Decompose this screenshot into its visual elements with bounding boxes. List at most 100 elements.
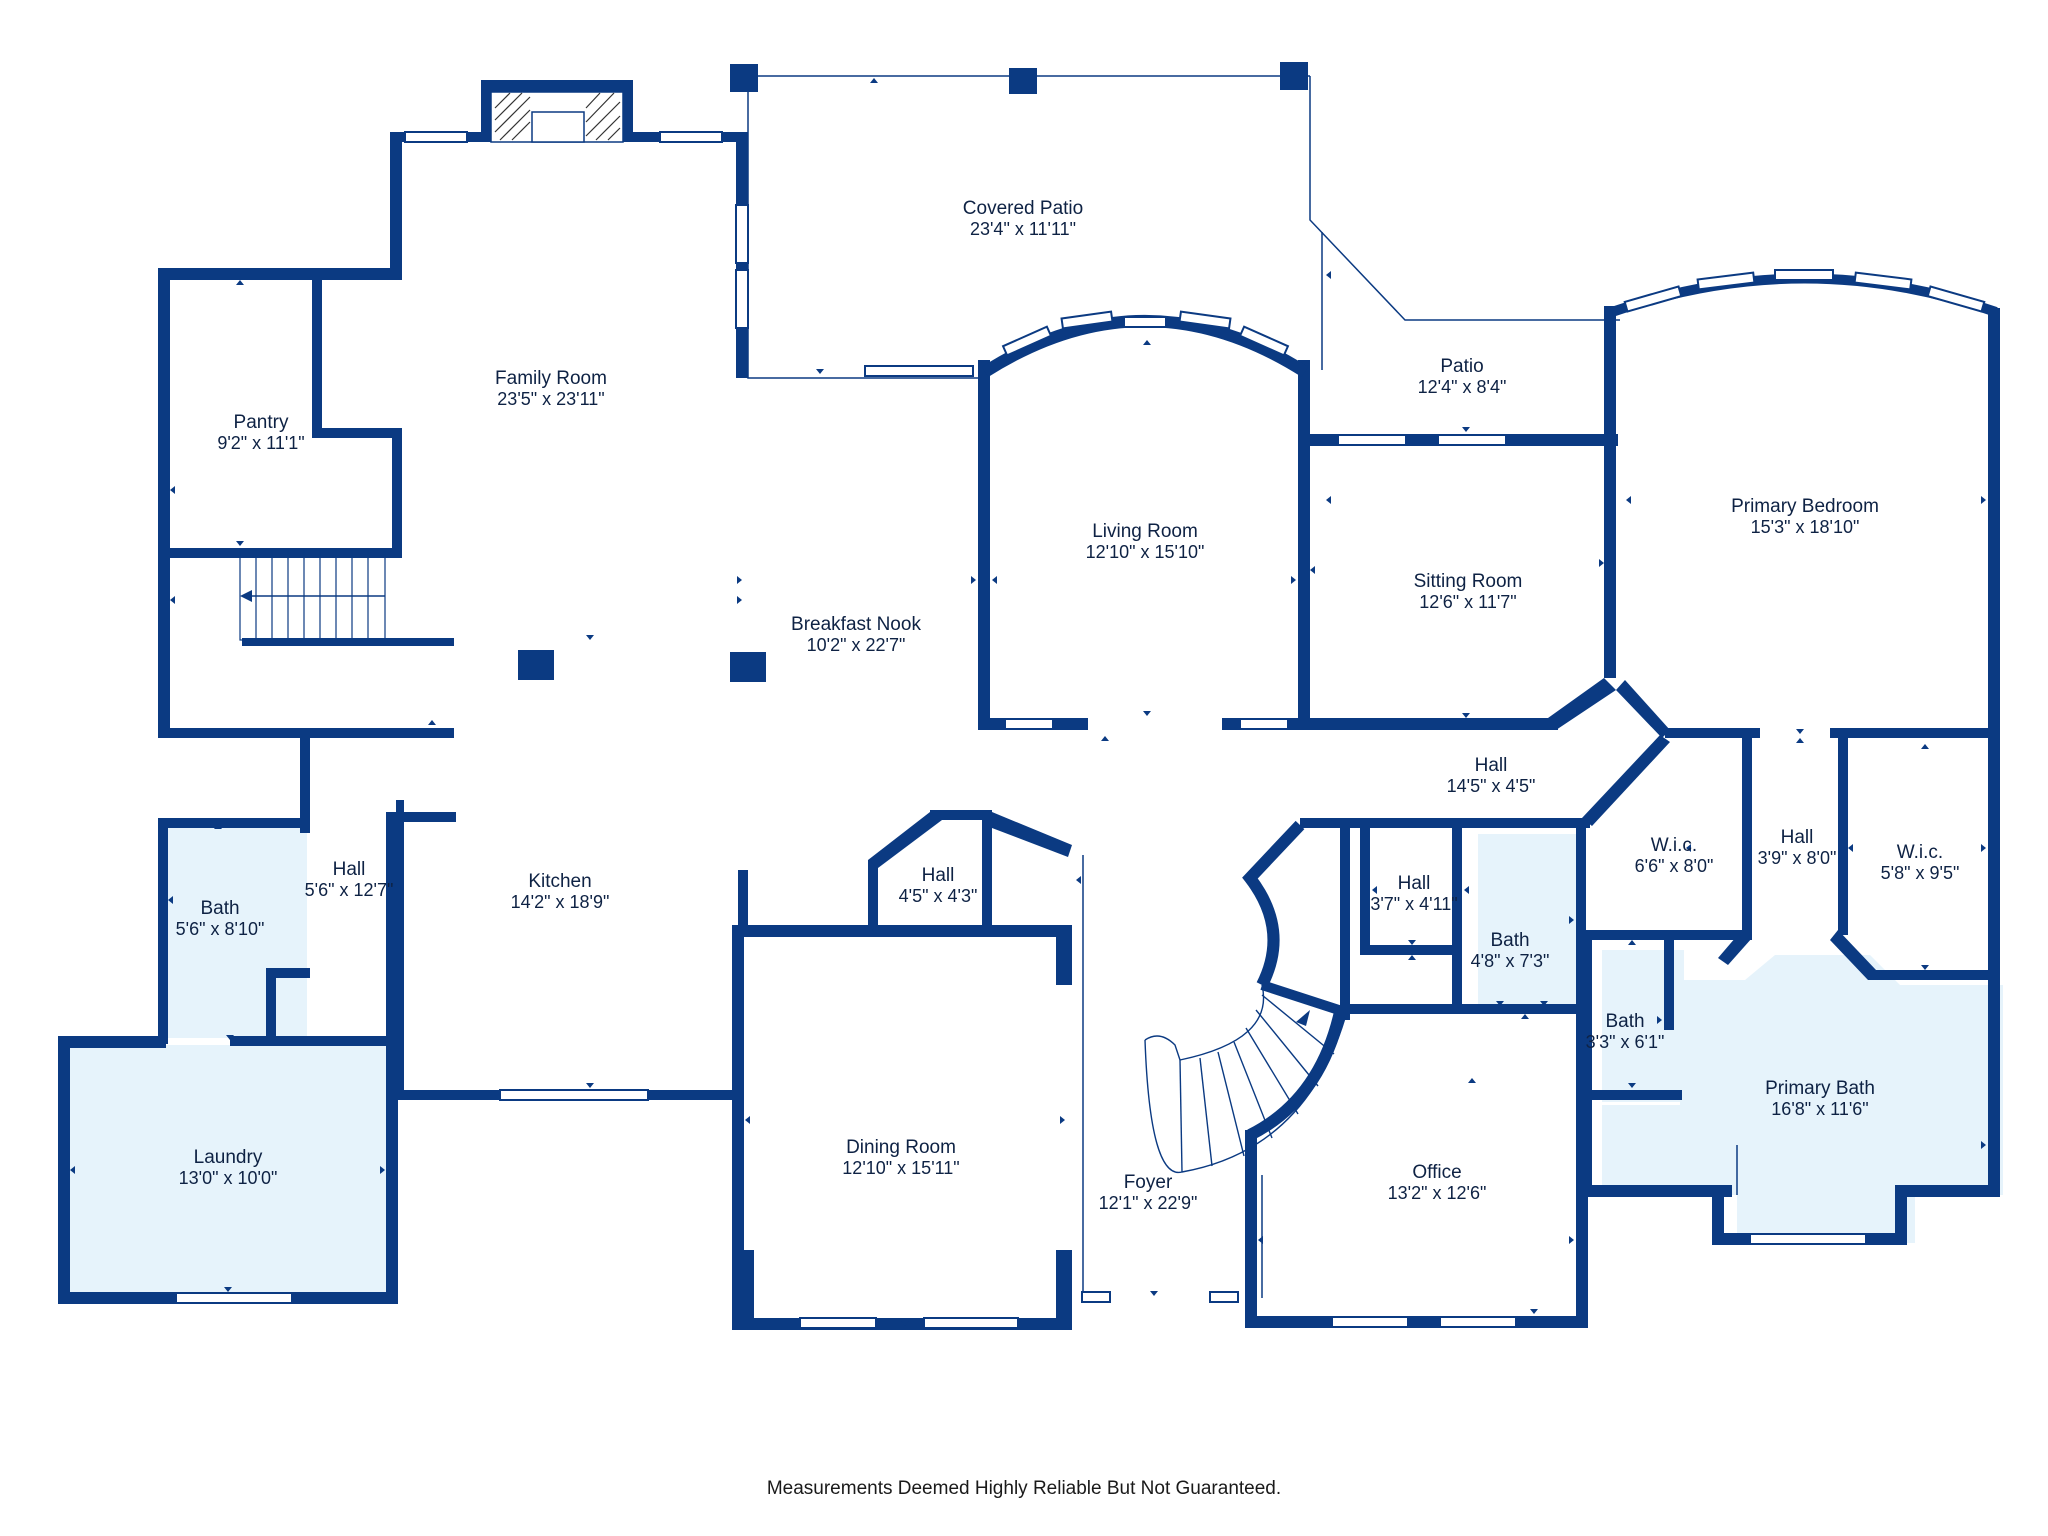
window-dining-bottom-2	[923, 1317, 1019, 1329]
dims-primary-bath: 16'8" x 11'6"	[1771, 1099, 1868, 1119]
dims-wic-right: 5'8" x 9'5"	[1881, 863, 1960, 883]
column-right	[730, 652, 766, 682]
wall-wic-right-angle	[1830, 930, 1876, 980]
window-family-east-2	[735, 269, 749, 329]
wall-pantry-top	[158, 268, 402, 280]
label-breakfast-nook: Breakfast Nook	[791, 614, 921, 635]
wall-office-bottom	[1245, 1316, 1588, 1328]
dims-kitchen: 14'2" x 18'9"	[511, 892, 610, 912]
label-hall-closets: Hall	[1781, 827, 1814, 848]
window-living-bottom-left	[1004, 718, 1054, 730]
label-office: Office	[1412, 1162, 1461, 1183]
wall-small-hall-angle	[868, 812, 942, 868]
wall-sitting-angle	[1548, 678, 1616, 730]
wall-hall-left-top	[386, 812, 456, 822]
dims-patio: 12'4" x 8'4"	[1418, 377, 1507, 397]
wall-hall-left-e	[386, 812, 396, 1046]
label-sitting-room: Sitting Room	[1414, 571, 1523, 592]
wall-laundry-west	[58, 1036, 70, 1304]
stair-arrow-curved	[1296, 1010, 1310, 1026]
wall-living-bay	[981, 315, 1309, 378]
window-living-bay-3	[1123, 316, 1167, 328]
dims-wic-left: 6'6" x 8'0"	[1635, 856, 1714, 876]
window-living-bay-2	[1060, 310, 1114, 330]
window-family-top-right	[659, 131, 723, 143]
wall-stair-curve-outer	[1242, 820, 1305, 988]
wall-primary-bath-east	[1988, 735, 2000, 1195]
wall-hall-center-west	[1360, 818, 1370, 955]
window-foyer-bottom-right	[1209, 1291, 1239, 1303]
wall-laundry-top	[58, 1036, 166, 1048]
label-primary-bath: Primary Bath	[1765, 1078, 1875, 1099]
window-laundry-bottom	[175, 1292, 293, 1304]
window-living-bay-4	[1178, 310, 1232, 330]
staircase-curved	[1144, 984, 1346, 1174]
wall-dining-angle	[992, 812, 1072, 857]
post-patio-right	[1280, 62, 1308, 90]
wall-wic-left-angle	[1582, 735, 1670, 826]
label-laundry: Laundry	[194, 1147, 263, 1168]
wall-bath-left-top	[158, 818, 310, 828]
dims-family-room: 23'5" x 23'11"	[497, 389, 604, 409]
wall-wic-right-bottom	[1868, 970, 2000, 980]
primary-bath-fill	[1602, 955, 2003, 1243]
wall-small-hall-west	[868, 860, 878, 935]
wall-small-hall-east	[982, 815, 992, 935]
wall-kitchen-island-left	[396, 800, 404, 1100]
post-patio-left	[730, 64, 758, 92]
wall-office-curve	[1247, 1010, 1346, 1141]
bath-left-fill	[164, 828, 307, 1038]
staircase-left	[239, 549, 386, 641]
dims-hall-left: 5'6" x 12'7"	[305, 880, 394, 900]
label-foyer: Foyer	[1124, 1172, 1173, 1193]
dims-hall-closets: 3'9" x 8'0"	[1758, 848, 1837, 868]
wall-bath-small-east	[1664, 940, 1674, 1030]
wall-small-hall-top	[930, 810, 992, 820]
wall-bedroom-bottom-left	[1665, 728, 1760, 738]
wall-hall-center-east	[1340, 820, 1350, 1020]
wall-pantry-mid	[312, 276, 322, 436]
window-bedroom-bay-1	[1623, 285, 1683, 313]
window-living-bay-5	[1238, 325, 1290, 357]
dims-breakfast-nook: 10'2" x 22'7"	[807, 635, 906, 655]
dims-hall-small: 4'5" x 4'3"	[899, 886, 978, 906]
label-primary-bedroom: Primary Bedroom	[1731, 496, 1879, 517]
wall-sitting-east	[1604, 306, 1616, 678]
dims-foyer: 12'1" x 22'9"	[1099, 1193, 1198, 1213]
wall-pantry-ledge-drop	[392, 428, 402, 558]
wall-nook-bottom-stub	[738, 870, 748, 932]
room-labels: Covered Patio 23'4" x 11'11" Family Room…	[176, 198, 1960, 1213]
label-patio: Patio	[1440, 356, 1483, 377]
wall-bath-left-step	[266, 968, 310, 978]
dims-dining-room: 12'10" x 15'11"	[842, 1158, 959, 1178]
wall-bath-center-bottom	[1340, 1004, 1586, 1014]
wall-primary-bath-tub-west	[1712, 1185, 1724, 1245]
post-patio-mid	[1009, 68, 1037, 94]
window-office-bottom-1	[1331, 1316, 1409, 1328]
label-hall-left: Hall	[333, 859, 366, 880]
window-kitchen-bottom	[499, 1089, 649, 1101]
window-office-bottom-2	[1439, 1316, 1517, 1328]
dims-laundry: 13'0" x 10'0"	[179, 1168, 278, 1188]
label-hall-center: Hall	[1398, 873, 1431, 894]
dims-living-room: 12'10" x 15'10"	[1086, 542, 1205, 562]
dims-bath-left: 5'6" x 8'10"	[176, 919, 265, 939]
window-bedroom-bay-5	[1926, 285, 1986, 313]
wall-stair-top	[242, 638, 454, 646]
window-sitting-top-1	[1337, 434, 1407, 446]
label-hall-small: Hall	[922, 865, 955, 886]
dims-office: 13'2" x 12'6"	[1388, 1183, 1487, 1203]
dims-bath-center: 4'8" x 7'3"	[1471, 951, 1550, 971]
wall-bedroom-east	[1988, 308, 2000, 738]
window-bedroom-bay-4	[1853, 271, 1913, 291]
window-family-top-left	[404, 131, 468, 143]
wall-laundry-top-right	[230, 1036, 396, 1046]
window-foyer-bottom-left	[1081, 1291, 1111, 1303]
dims-primary-bedroom: 15'3" x 18'10"	[1751, 517, 1860, 537]
wall-dining-bottom	[732, 1318, 1072, 1330]
wall-family-top-left	[390, 132, 402, 280]
wall-dining-east-upper	[1056, 925, 1072, 985]
window-primary-bath-bottom	[1749, 1233, 1867, 1245]
windows	[175, 131, 1986, 1329]
